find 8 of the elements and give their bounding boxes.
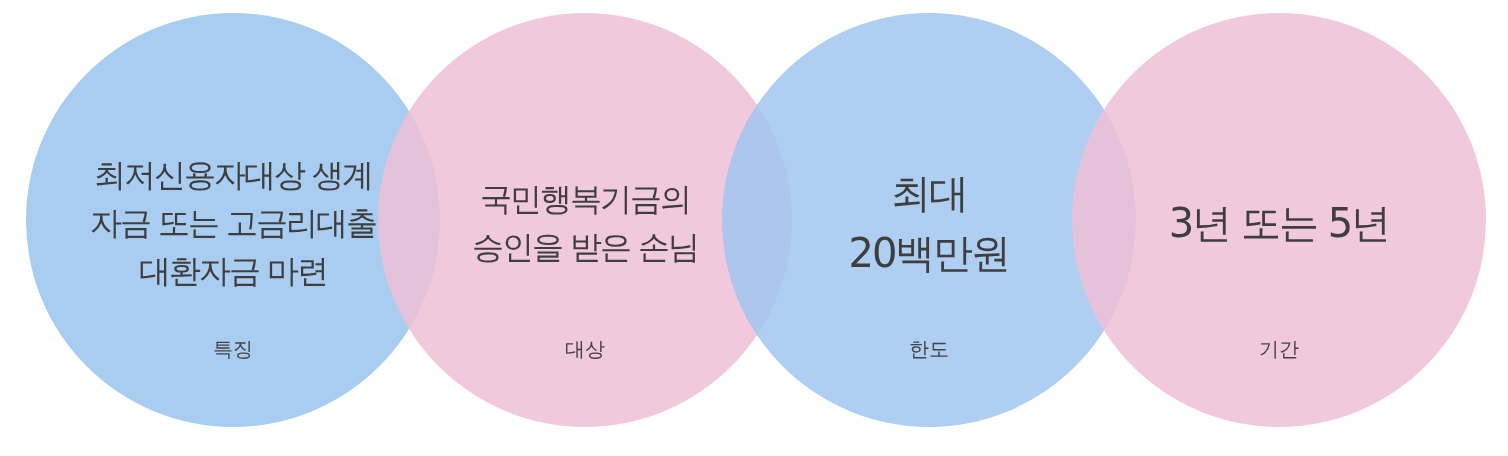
node-text: 국민행복기금의 승인을 받은 손님: [470, 179, 700, 268]
node-text: 최대 20백만원: [847, 169, 1011, 278]
node-caption: 한도: [909, 337, 949, 361]
node-text: 3년 또는 5년: [1168, 199, 1390, 248]
node-text: 최저신용자대상 생계 자금 또는 고금리대출 대환자금 마련: [88, 155, 378, 292]
node-caption: 특징: [213, 337, 253, 361]
node-caption: 기간: [1259, 337, 1299, 361]
node-caption: 대상: [565, 337, 605, 361]
